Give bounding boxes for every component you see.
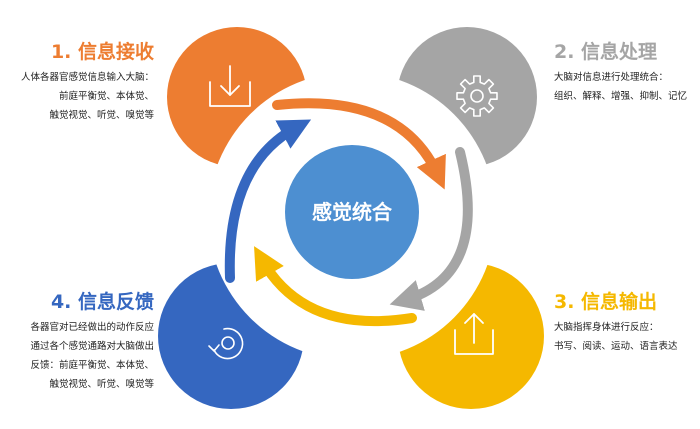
- center-circle: [285, 145, 419, 279]
- step-process-title: 2. 信息处理: [554, 41, 658, 63]
- step-process: 2. 信息处理 大脑对信息进行处理统合： 组织、解释、增强、抑制、记忆: [554, 40, 687, 106]
- step-process-desc-line: 组织、解释、增强、抑制、记忆: [554, 91, 688, 102]
- step-output-desc-line: 大脑指挥身体进行反应：: [554, 322, 659, 333]
- step-output-desc-line: 书写、阅读、运动、语言表达: [554, 341, 678, 352]
- step-feedback-desc-line: 反馈：前庭平衡觉、本体觉、: [30, 360, 154, 371]
- arrow-feedback-to-receive: [224, 119, 312, 283]
- gear-icon: [456, 75, 498, 117]
- step-feedback-title: 4. 信息反馈: [50, 291, 154, 313]
- step-output: 3. 信息输出 大脑指挥身体进行反应： 书写、阅读、运动、语言表达: [554, 290, 678, 356]
- step-process-desc-line: 大脑对信息进行处理统合：: [554, 72, 669, 83]
- arrow-process-to-output: [389, 147, 473, 311]
- arrow-receive-to-process: [272, 98, 446, 190]
- step-feedback-desc-line: 各器官对已经做出的动作反应: [30, 322, 154, 333]
- upload-icon: [454, 313, 494, 355]
- step-receive: 1. 信息接收 人体各器官感觉信息输入大脑： 前庭平衡觉、本体觉、 触觉视觉、听…: [21, 40, 154, 125]
- step-receive-title: 1. 信息接收: [50, 41, 154, 63]
- step-feedback-desc-line: 通过各个感觉通路对大脑做出: [30, 341, 154, 352]
- step-feedback: 4. 信息反馈 各器官对已经做出的动作反应 通过各个感觉通路对大脑做出 反馈：前…: [30, 290, 154, 394]
- center-label: 感觉统合: [312, 200, 393, 224]
- step-receive-desc-line: 前庭平衡觉、本体觉、: [58, 91, 154, 102]
- step-receive-desc-line: 人体各器官感觉信息输入大脑：: [20, 72, 154, 83]
- refresh-icon: [208, 327, 244, 360]
- arrow-output-to-feedback: [254, 246, 417, 327]
- step-output-title: 3. 信息输出: [554, 291, 658, 313]
- download-icon: [209, 65, 251, 107]
- step-feedback-desc-line: 触觉视觉、听觉、嗅觉等: [49, 379, 154, 390]
- step-receive-desc-line: 触觉视觉、听觉、嗅觉等: [49, 110, 154, 121]
